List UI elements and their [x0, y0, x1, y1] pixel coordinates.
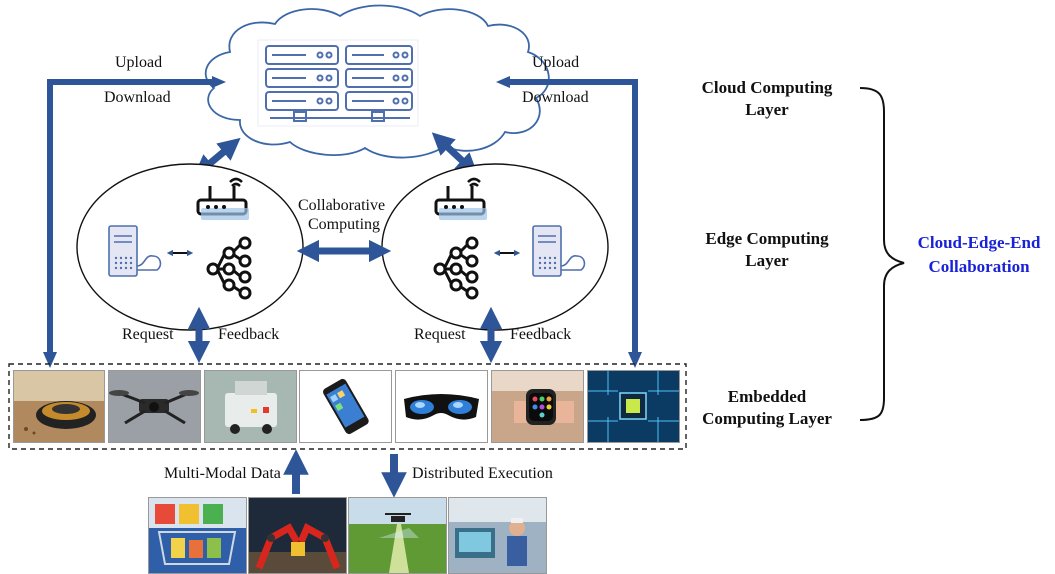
- agricultural-drone-image: [348, 497, 447, 574]
- factory-worker-image: [448, 497, 547, 574]
- feedback-label-left: Feedback: [218, 326, 280, 343]
- chip-image: [587, 370, 680, 443]
- robot-arms-image: [248, 497, 347, 574]
- embedded-devices-box: [8, 363, 687, 450]
- embedded-layer-line2: Computing Layer: [702, 409, 832, 428]
- feedback-label-right: Feedback: [510, 326, 572, 343]
- embedded-layer-label: Embedded Computing Layer: [682, 386, 852, 430]
- edge-layer-line1: Edge Computing: [705, 229, 829, 248]
- router-icon: [434, 177, 487, 220]
- cloud-edge-arrow-right: [431, 132, 479, 176]
- distributed-execution-label: Distributed Execution: [412, 465, 553, 482]
- robot-vacuum-image: [13, 370, 105, 443]
- download-label-right: Download: [522, 89, 589, 106]
- request-label-left: Request: [122, 326, 174, 343]
- upload-download-arrow-left: [47, 79, 212, 352]
- edge-node-right: [381, 163, 609, 331]
- upload-download-arrow-right: [510, 79, 638, 352]
- smartphone-image: [299, 370, 392, 443]
- multimodal-data-label: Multi-Modal Data: [164, 465, 281, 482]
- cloud-layer-line2: Layer: [745, 100, 789, 119]
- collaborative-label-line2: Computing: [308, 216, 381, 233]
- server-tower-icon: [108, 225, 162, 277]
- cloud-edge-end-collaboration-label: Cloud-Edge-End Collaboration: [914, 231, 1044, 279]
- collaboration-line2: Collaboration: [928, 257, 1030, 276]
- upload-label-right: Upload: [532, 54, 580, 71]
- collaborative-label-line1: Collaborative: [298, 197, 386, 214]
- vr-glasses-image: [395, 370, 488, 443]
- upload-label-left: Upload: [115, 54, 163, 71]
- smartwatch-image: [491, 370, 584, 443]
- network-graph-icon: [433, 236, 479, 300]
- collaboration-line1: Cloud-Edge-End: [917, 233, 1041, 252]
- server-rack-icon: [257, 39, 419, 127]
- layers-brace: [859, 87, 905, 421]
- mobile-robot-image: [204, 370, 297, 443]
- network-graph-icon: [206, 236, 252, 300]
- edge-layer-line2: Layer: [745, 251, 789, 270]
- request-label-right: Request: [414, 326, 466, 343]
- cloud-layer-label: Cloud Computing Layer: [682, 77, 852, 121]
- server-tower-icon: [532, 225, 586, 277]
- download-label-left: Download: [104, 89, 171, 106]
- router-icon: [196, 177, 249, 220]
- drone-image: [108, 370, 201, 443]
- shopping-cart-image: [148, 497, 247, 574]
- embedded-layer-line1: Embedded: [727, 387, 807, 406]
- edge-layer-label: Edge Computing Layer: [682, 228, 852, 272]
- cloud-layer-line1: Cloud Computing: [701, 78, 833, 97]
